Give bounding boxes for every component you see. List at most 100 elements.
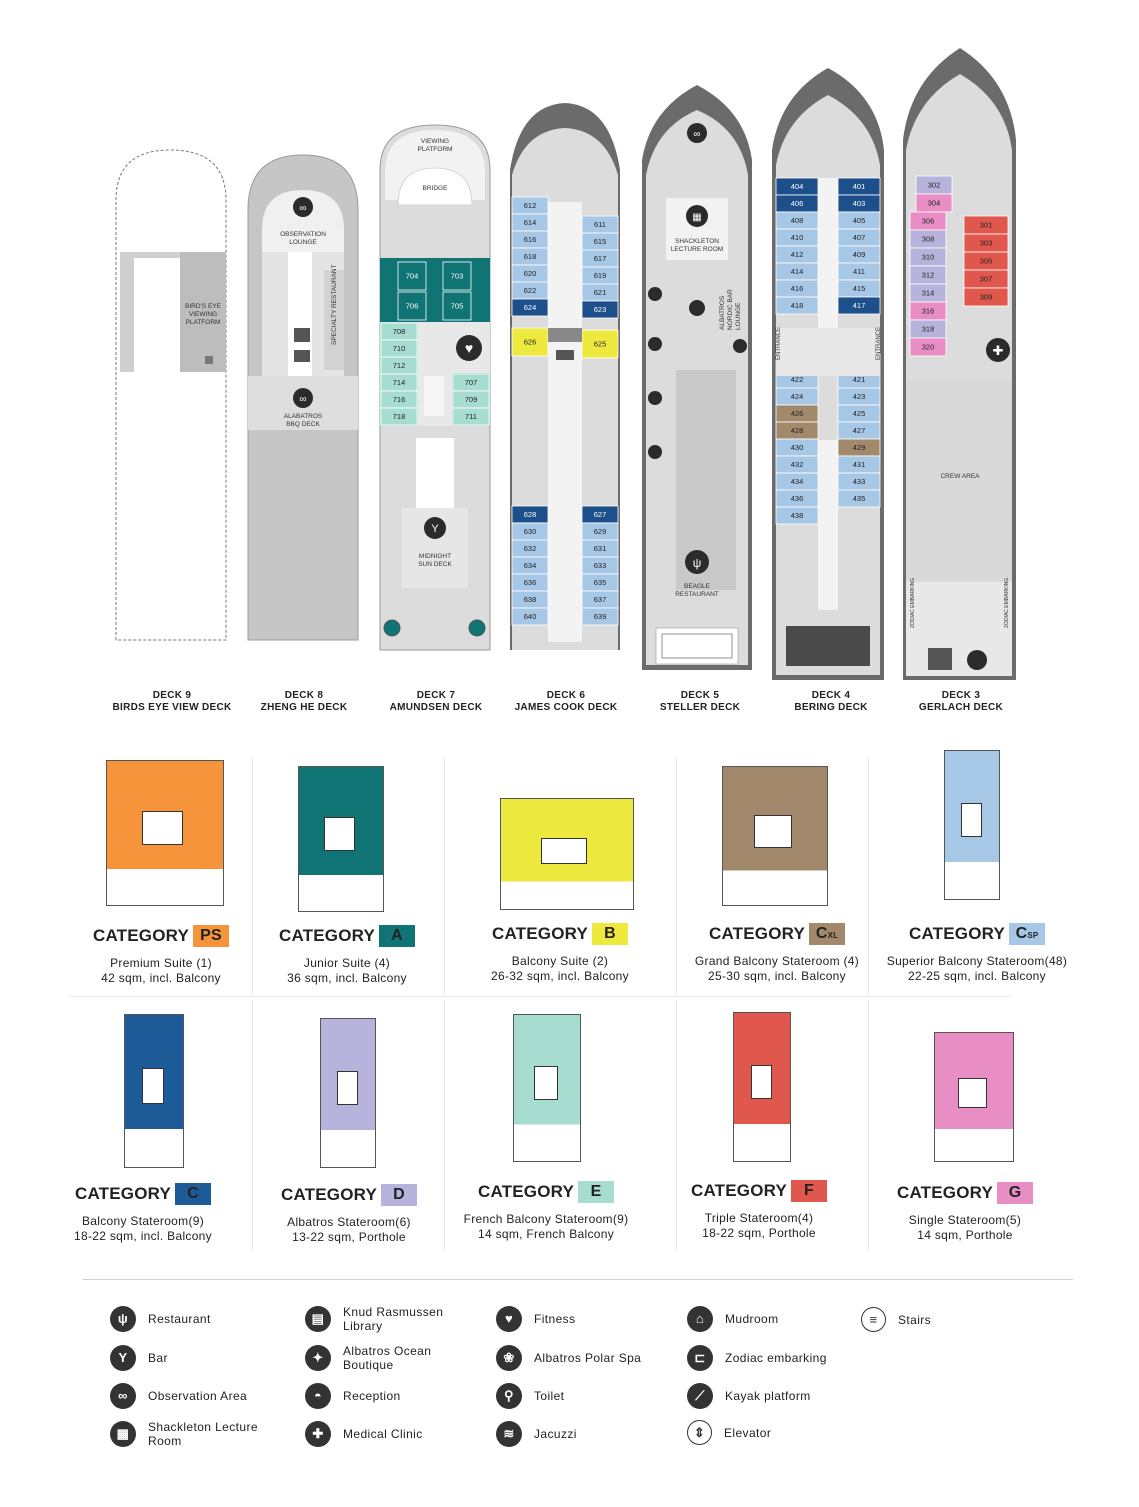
d3-clinic-icon: ✚ [993,343,1004,358]
cabin-628: 628 [524,510,537,519]
deck-name: STELLER DECK [659,702,741,713]
cabin-712: 712 [393,361,406,370]
cabin-430: 430 [791,443,804,452]
cabin-629: 629 [594,527,607,536]
legend-label: Toilet [534,1389,565,1403]
category-code-badge: CXL [809,923,846,945]
cabin-637: 637 [594,595,607,604]
observation-area-icon: ∞ [110,1383,136,1409]
cabin-718: 718 [393,412,406,421]
d8-label-2: LOUNGE [289,239,317,246]
cabin-615: 615 [594,237,607,246]
cabin-710: 710 [393,344,406,353]
cabin-417-cell [837,296,881,315]
legend-label: Albatros Ocean [343,1344,432,1358]
category-desc-size: 25-30 sqm, incl. Balcony [708,969,846,983]
bed-shape [540,837,588,864]
legend-label-2: Room [148,1434,182,1448]
cabin-624: 624 [524,303,537,312]
zodiac-embarking-icon: ⊏ [687,1345,713,1371]
cabin-309: 309 [980,293,993,302]
category-code-badge: E [578,1181,615,1203]
cabin-705-cell [442,291,472,321]
cabin-621: 621 [594,288,607,297]
category-desc-size: 26-32 sqm, incl. Balcony [491,969,629,983]
category-code: B [604,925,616,942]
cabin-708: 708 [393,327,406,336]
bed-shape [961,802,982,838]
deck-number: DECK 8 [284,690,324,701]
category-desc-size: 18-22 sqm, Porthole [702,1226,816,1240]
cabin-633: 633 [594,561,607,570]
category-word: CATEGORY [908,924,1006,943]
category-desc-name: Junior Suite (4) [303,956,391,970]
cabin-306: 306 [922,217,935,226]
bed-shape [142,1068,165,1104]
floorplan-1 [106,760,224,906]
cabin-438-cell [775,506,819,525]
category-code: C [815,925,828,942]
cabin-409: 409 [853,250,866,259]
cabin-703-cell [442,261,472,291]
category-code-badge: PS [193,925,230,947]
d9-label-1: BIRD'S EYE [185,303,222,310]
cabin-427: 427 [853,426,866,435]
legend-fitness: ♥Fitness [496,1306,575,1332]
bed-shape [958,1077,987,1108]
cabin-718-cell [380,407,418,426]
cabin-632: 632 [524,544,537,553]
cabin-626-cell [511,327,549,357]
legend-kayak-platform: ⟋Kayak platform [687,1383,811,1409]
cabin-405: 405 [853,216,866,225]
floorplan-9 [733,1012,791,1162]
d8-label-5: BBQ DECK [286,421,320,428]
restaurant-icon: ψ [110,1306,136,1332]
d3-label-3: ZODIAC EMBARKING [1004,578,1010,628]
category-desc-name: Grand Balcony Stateroom (4) [694,954,860,968]
floorplan-10 [934,1032,1014,1162]
category-desc-name: Balcony Suite (2) [511,954,609,968]
category-desc-size: 42 sqm, incl. Balcony [101,971,221,985]
d7-fitness-icon: ♥ [465,340,473,356]
deck-name: ZHENG HE DECK [260,702,348,713]
deck-name: GERLACH DECK [918,702,1004,713]
legend-elevator: ⇕ Elevator [687,1420,771,1445]
deck-3-plan: 3023043063083103123143163183203013033053… [903,48,1016,680]
category-desc-size: 14 sqm, Porthole [917,1228,1013,1242]
cabin-703: 703 [451,272,464,281]
elevator-icon: ⇕ [687,1420,712,1445]
d7-label-1: VIEWING [421,138,449,145]
legend-jacuzzi: ≋Jacuzzi [496,1421,577,1447]
floorplan-4 [722,766,828,906]
category-word: CATEGORY [92,926,190,945]
cabin-428: 428 [791,426,804,435]
mudroom-icon: ⌂ [687,1306,713,1332]
category-code: A [391,927,403,944]
cabin-429: 429 [853,443,866,452]
cabin-421: 421 [853,375,866,384]
cabin-704-cell [397,261,427,291]
legend-label: Elevator [724,1425,772,1440]
category-desc-name: Albatros Stateroom(6) [287,1215,411,1229]
boutique-icon: ✦ [305,1345,331,1371]
stairs-icon: ≡ [861,1307,886,1332]
legend-spa: ❀Albatros Polar Spa [496,1345,641,1371]
category-code-sub: XL [827,931,839,940]
floorplan-3 [500,798,634,910]
cabin-639-cell [581,607,619,626]
cabin-424: 424 [791,392,804,401]
cabin-612: 612 [524,201,537,210]
cabin-709: 709 [465,395,478,404]
category-code: PS [200,927,222,944]
d7-label-4: MIDNIGHT [419,553,451,560]
cabin-438: 438 [791,511,804,520]
category-word: CATEGORY [690,1181,788,1200]
deck-number: DECK 9 [152,690,192,701]
